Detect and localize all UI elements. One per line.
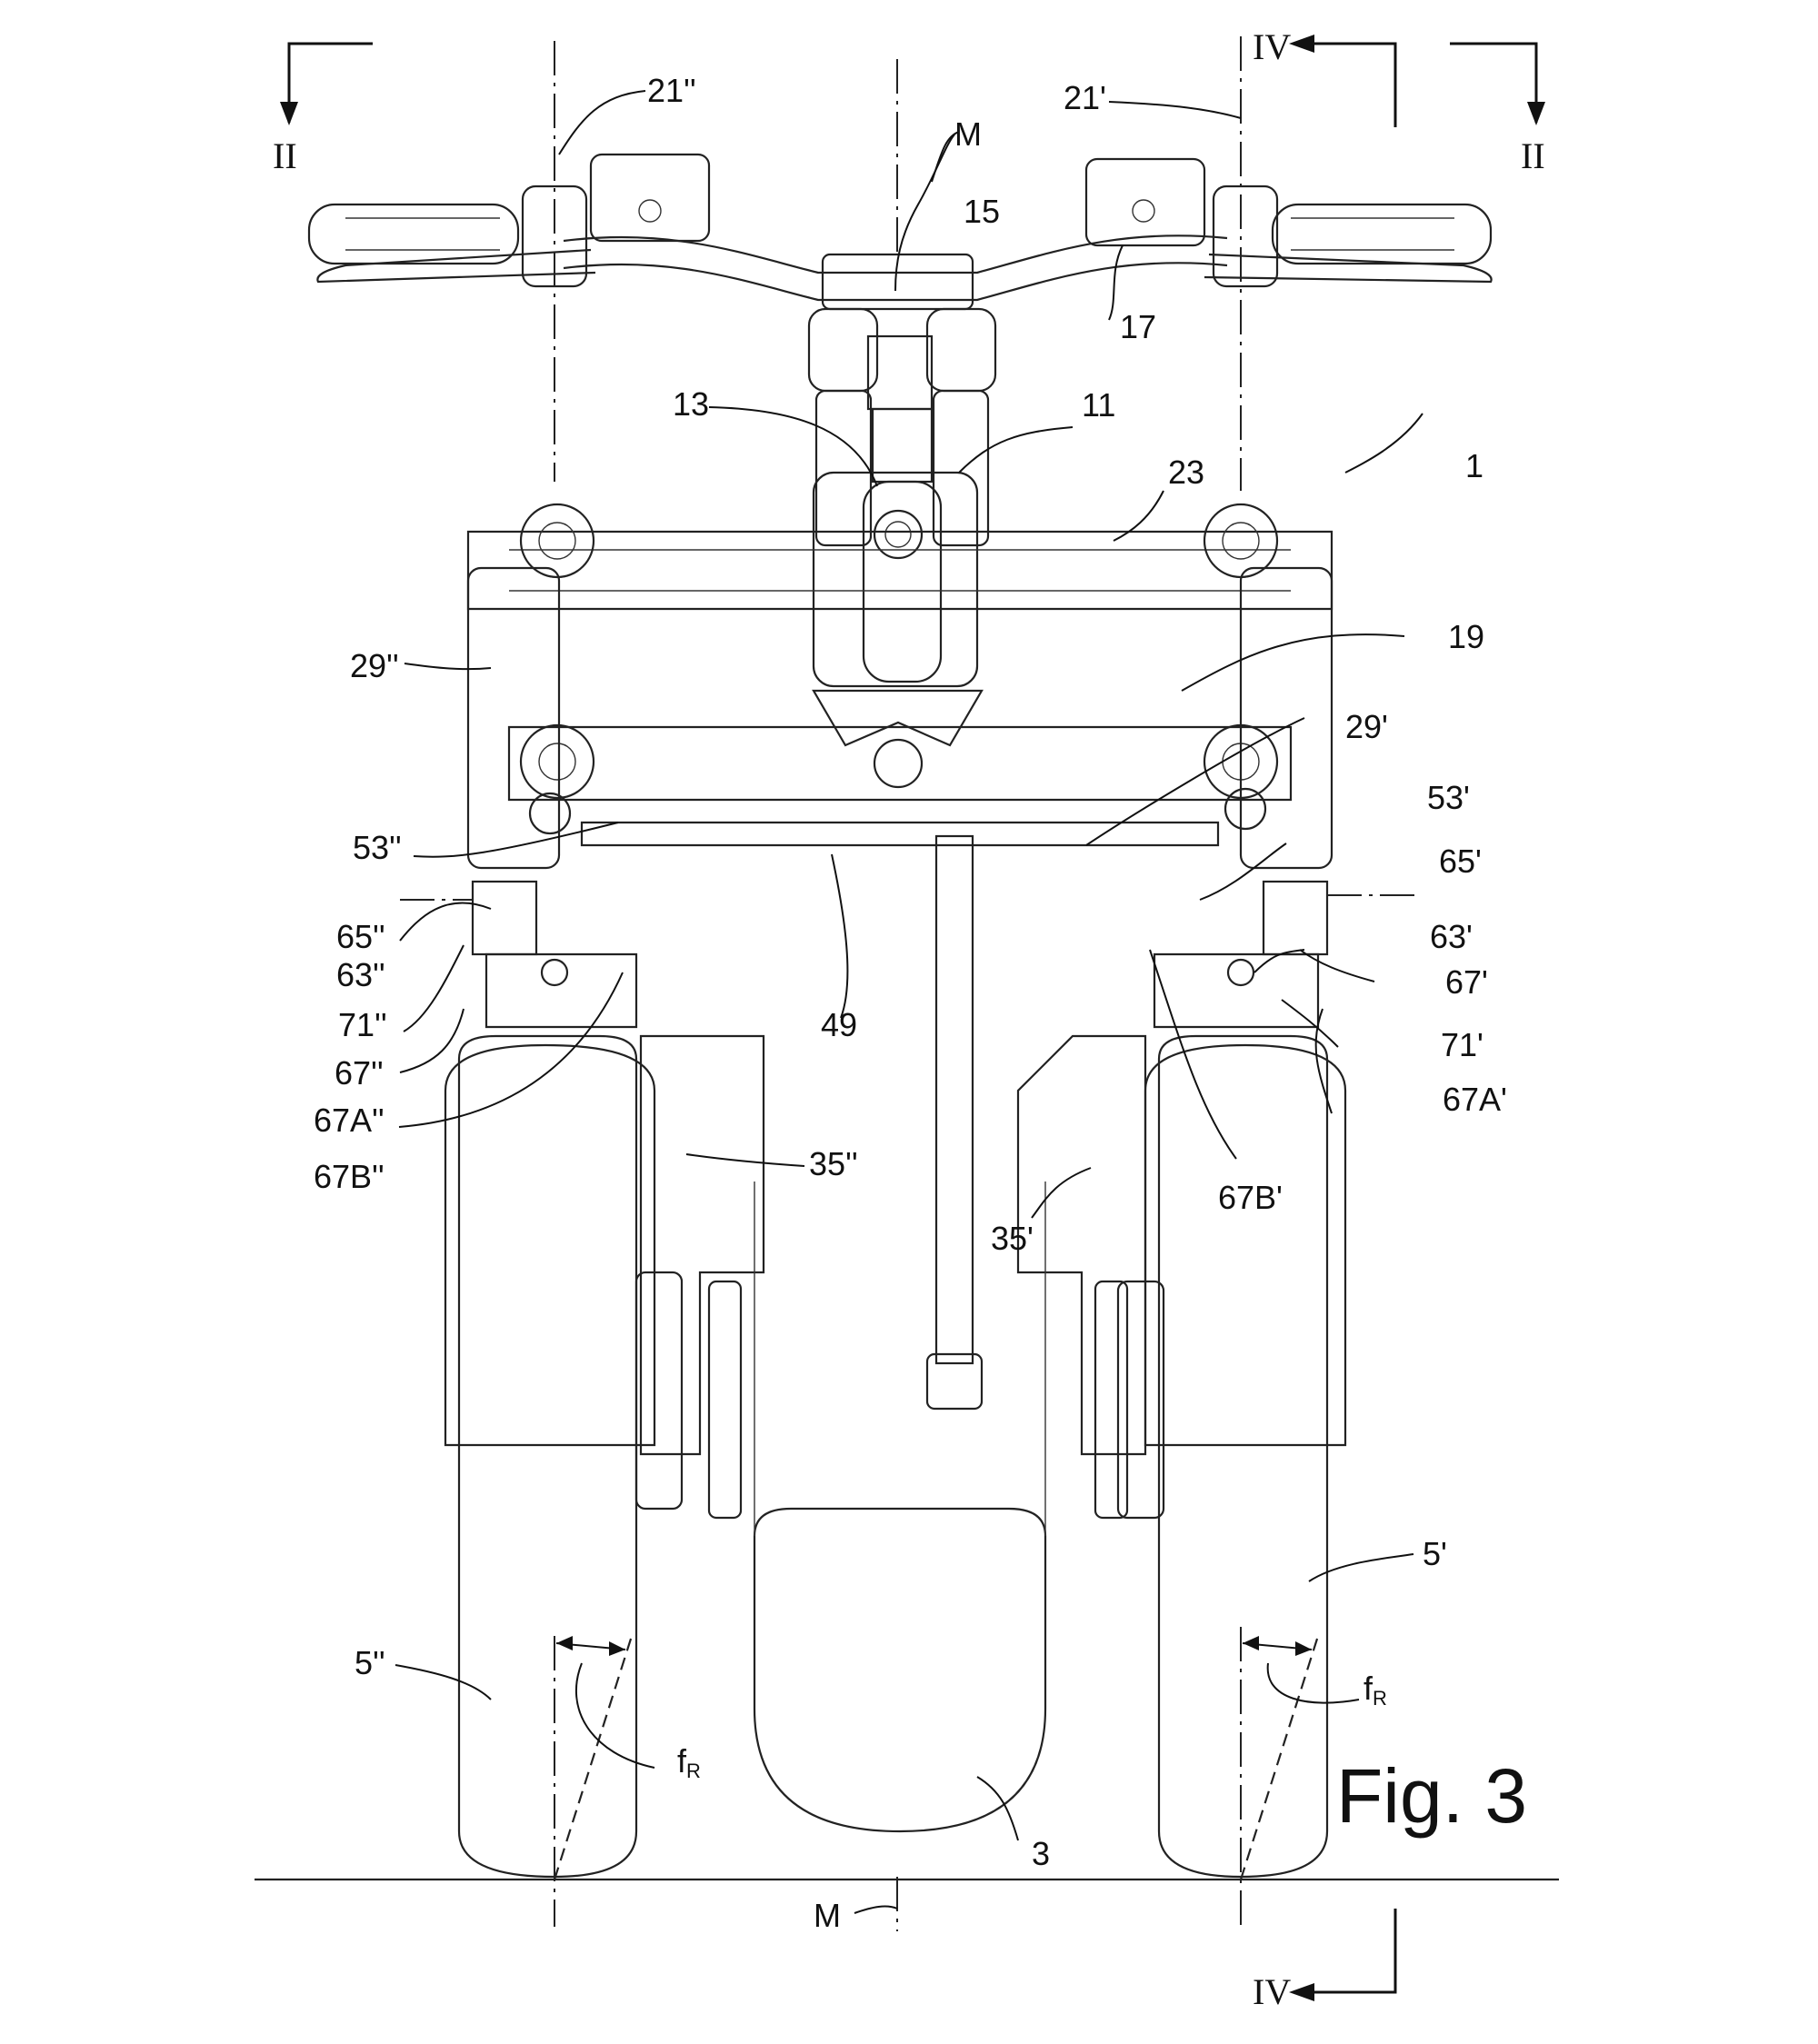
left-grip [307,203,520,265]
ref-23: 23 [1168,454,1204,491]
left-wheel-support [639,1034,765,1456]
wheels [444,1034,1347,1879]
right-upright [1239,566,1334,870]
angle-labels: fR fR [677,1670,1387,1782]
ref-5p: 5' [1423,1535,1447,1572]
ref-71p: 71' [1441,1026,1483,1063]
right-front-wheel [1157,1034,1329,1879]
angle-indicators [553,1635,1360,1880]
section-labels: II II IV IV [273,26,1545,2012]
ref-11: 11 [1082,386,1115,424]
ref-53pp: 53'' [353,829,402,866]
ref-65p: 65' [1439,843,1482,880]
section-markers [280,35,1545,2001]
left-mudguard [444,1043,656,1447]
ref-17: 17 [1120,308,1156,345]
axis-labels: M M [814,115,982,1934]
ref-67Bpp: 67B'' [314,1158,385,1195]
right-brake-disc [1116,1280,1165,1520]
right-mudguard [1144,1043,1347,1447]
handlebar [307,153,1493,311]
ref-63p: 63' [1430,918,1473,955]
left-brake-disc [634,1271,684,1511]
ref-1: 1 [1465,447,1483,484]
left-master-cylinder [589,153,711,243]
ref-63pp: 63'' [336,956,385,993]
section-mark-iv-bottom: IV [1253,1971,1291,2012]
ref-21pp: 21'' [647,72,696,109]
ref-3: 3 [1032,1835,1050,1872]
steering-column [807,307,997,1411]
ref-19: 19 [1448,618,1484,655]
rear-wheel [753,1507,1047,1833]
leader-lines [395,90,1423,1914]
angle-label-right: fR [1364,1670,1387,1710]
ref-35p: 35' [991,1220,1034,1257]
ref-67Ap: 67A' [1443,1081,1507,1118]
axis-lines [400,36,1418,1931]
axis-label-m-top: M [954,115,982,153]
upper-cross-member [466,530,1334,611]
right-grip [1271,203,1493,265]
ref-67pp: 67'' [335,1054,384,1092]
tilting-parallelogram [466,503,1334,870]
lower-cross-member [507,725,1293,802]
figure-caption: Fig. 3 [1336,1753,1527,1839]
left-brake-lever [316,248,596,284]
ref-15: 15 [964,193,1000,230]
left-front-wheel [457,1034,638,1879]
ref-67Bp: 67B' [1218,1179,1283,1216]
section-mark-ii-left: II [273,135,297,176]
tie-rod [580,821,1220,847]
right-master-cylinder [1084,157,1206,247]
suspension [471,880,1329,1520]
ref-21p: 21' [1064,79,1106,116]
ref-65pp: 65'' [336,918,385,955]
axis-label-m-bottom: M [814,1897,841,1934]
ref-67p: 67' [1445,963,1488,1001]
left-upright [466,566,561,870]
ref-71pp: 71'' [338,1006,387,1043]
ref-53p: 53' [1427,779,1470,816]
ref-35pp: 35'' [809,1145,858,1182]
reference-numerals: 21'' 21' 15 17 13 11 23 1 19 29'' 29' 53… [314,72,1507,1872]
ref-29pp: 29'' [350,647,399,684]
ref-29p: 29' [1345,708,1388,745]
ref-49: 49 [821,1006,857,1043]
steering-shaft [934,834,974,1365]
section-mark-iv-top: IV [1253,26,1291,67]
ref-67App: 67A'' [314,1102,385,1139]
section-mark-ii-right: II [1521,135,1545,176]
right-brake-lever [1204,253,1493,284]
angle-label-left: fR [677,1742,701,1782]
ref-13: 13 [673,385,709,423]
ref-5pp: 5'' [355,1644,385,1681]
